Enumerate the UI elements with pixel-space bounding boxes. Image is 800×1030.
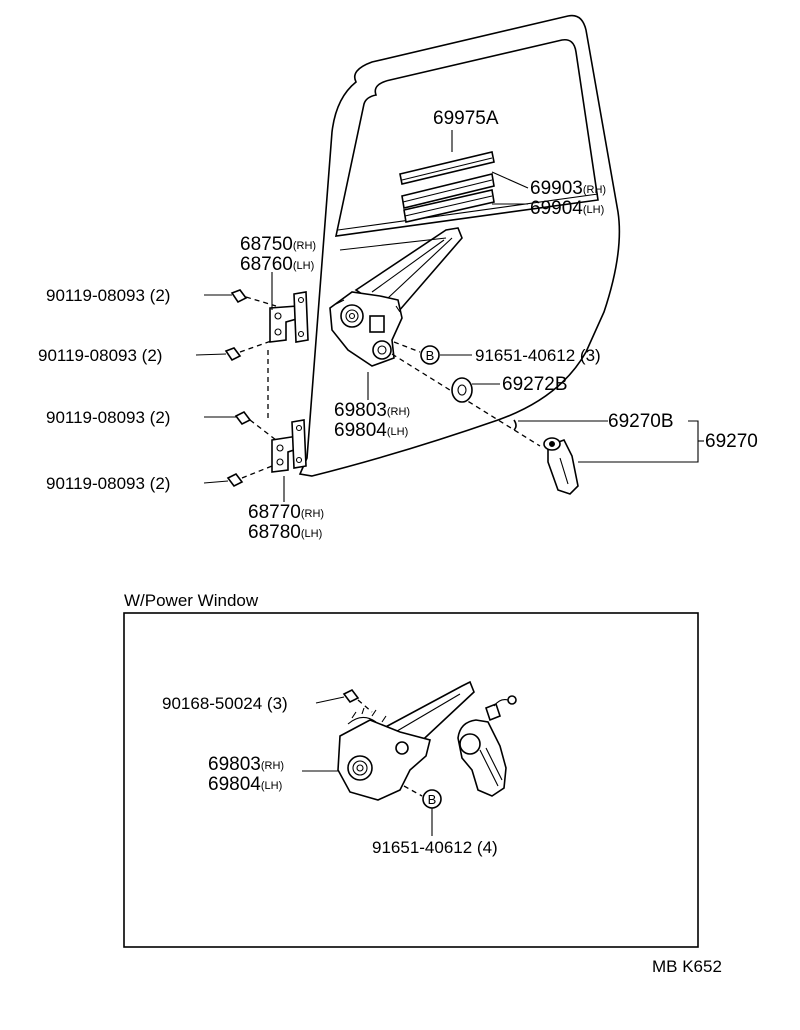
bolt-marker-b-main: B xyxy=(393,341,440,365)
glass-run-69904 xyxy=(403,189,495,223)
inset-leader-lines xyxy=(302,696,433,836)
label-68750: 68750(RH) xyxy=(240,234,316,255)
label-69804: 69804(LH) xyxy=(334,420,408,441)
label-91651-3: 91651-40612 (3) xyxy=(475,346,601,365)
label-90119-a: 90119-08093 (2) xyxy=(46,286,170,305)
label-69272b: 69272B xyxy=(502,374,568,395)
footer-code: MB K652 xyxy=(652,957,722,976)
label-90168-50024: 90168-50024 (3) xyxy=(162,694,288,713)
bolt-90119-d xyxy=(226,465,273,488)
window-regulator-power xyxy=(337,680,475,801)
label-69803: 69803(RH) xyxy=(334,400,410,421)
crank-clip-69270b xyxy=(513,419,517,431)
label-91651-4: 91651-40612 (4) xyxy=(372,838,498,857)
lower-hinge xyxy=(271,419,307,473)
bolt-marker-b-inset: B xyxy=(403,785,442,809)
bolt-90119-b xyxy=(224,339,275,362)
leader-lines xyxy=(195,130,704,502)
bolt-90119-c xyxy=(234,410,277,441)
bolt-marker-b-inset-text: B xyxy=(428,792,437,807)
label-inset-69803: 69803(RH) xyxy=(208,754,284,775)
label-90119-d: 90119-08093 (2) xyxy=(46,474,170,493)
upper-hinge xyxy=(269,291,309,343)
power-window-title: W/Power Window xyxy=(124,591,259,610)
label-90119-c: 90119-08093 (2) xyxy=(46,408,170,427)
label-69904: 69904(LH) xyxy=(530,198,604,219)
window-crank-handle-69270 xyxy=(543,437,579,495)
bolt-90119-a xyxy=(230,289,277,307)
label-69975a: 69975A xyxy=(433,108,499,129)
bolt-marker-b-main-text: B xyxy=(426,348,435,363)
label-68760: 68760(LH) xyxy=(240,254,314,275)
label-68780: 68780(LH) xyxy=(248,522,322,543)
glass-run-69903 xyxy=(401,173,495,209)
crank-washer-69272b xyxy=(451,377,473,403)
bolt-90168 xyxy=(342,688,373,713)
label-90119-b: 90119-08093 (2) xyxy=(38,346,162,365)
window-regulator-manual xyxy=(329,227,463,367)
door-panel-outline xyxy=(298,14,621,477)
label-69903: 69903(RH) xyxy=(530,178,606,199)
power-window-motor xyxy=(457,695,517,797)
label-inset-69804: 69804(LH) xyxy=(208,774,282,795)
crank-axis-dashed xyxy=(391,353,541,447)
power-window-frame xyxy=(123,612,699,948)
label-69270b: 69270B xyxy=(608,411,674,432)
glass-run-69975a xyxy=(399,151,495,185)
label-68770: 68770(RH) xyxy=(248,502,324,523)
label-69270: 69270 xyxy=(705,431,758,452)
